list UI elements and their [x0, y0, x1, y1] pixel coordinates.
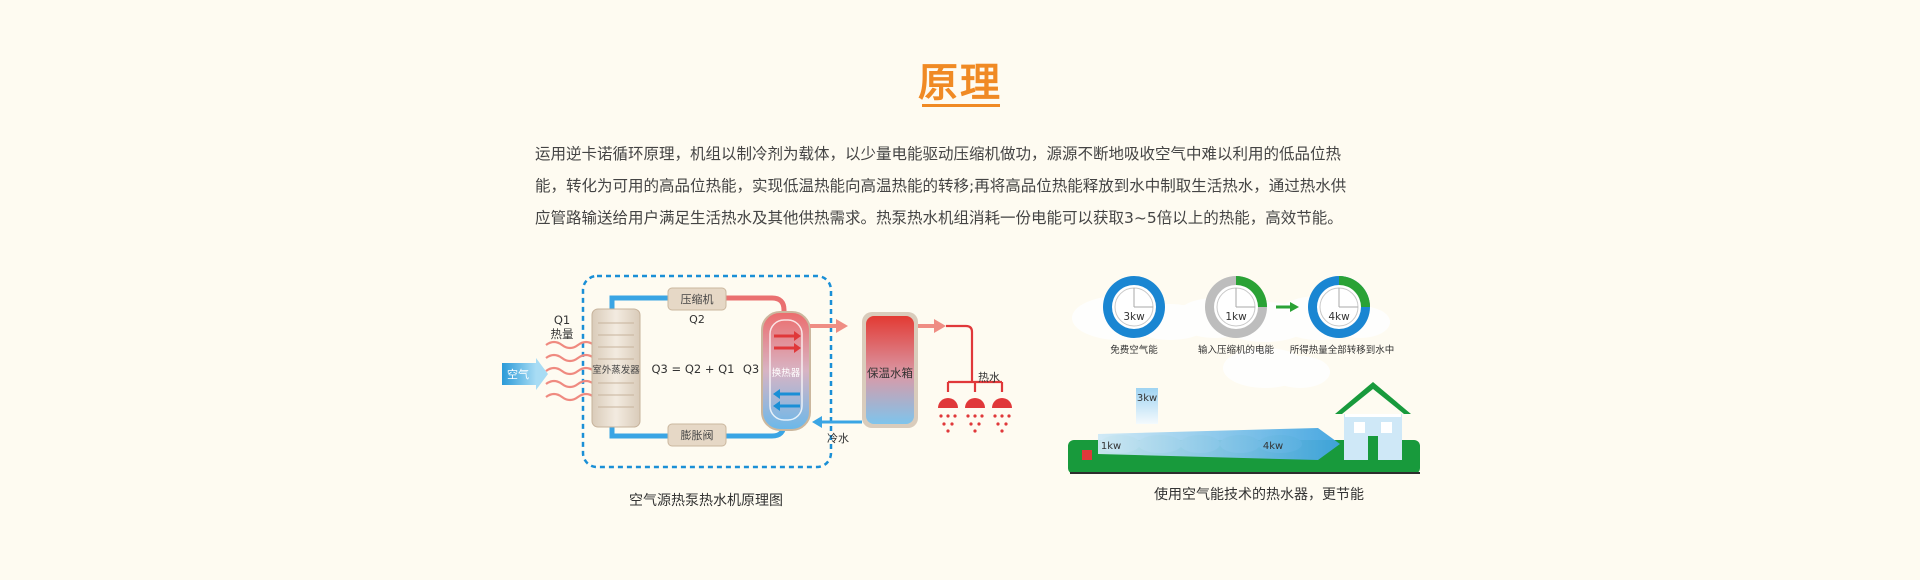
tank-label: 保温水箱	[867, 366, 913, 380]
gauge-free-air	[1103, 276, 1165, 338]
heat-exchanger-label: 换热器	[772, 367, 801, 379]
gauge-label: 所得热量全部转移到水中	[1290, 344, 1395, 356]
hot-water-label: 热水	[978, 371, 1000, 384]
tank-outlet-arrow	[934, 319, 946, 333]
page-title: 原理	[918, 60, 1002, 106]
gauge-label: 输入压缩机的电能	[1198, 344, 1275, 356]
system-boundary	[581, 274, 833, 469]
air-label: 空气	[507, 367, 529, 381]
heat-exchanger-inner	[769, 319, 803, 421]
q1-label: Q1	[554, 313, 570, 327]
intro-text: 运用逆卡诺循环原理，机组以制冷剂为载体，以少量电能驱动压缩机做功，源源不断地吸收…	[535, 138, 1375, 234]
gauge-value: 4kw	[1328, 311, 1350, 323]
outdoor-evaporator	[591, 308, 641, 428]
heat-exchanger-cold-arrows	[773, 389, 800, 411]
gauge-value: 1kw	[1225, 311, 1247, 323]
intro-line: 能，转化为可用的高品位热能，实现低温热能向高温热能的转移;再将高品位热能释放到水…	[535, 177, 1347, 195]
air-input-value: 3kw	[1137, 393, 1157, 404]
cold-water-arrow	[812, 416, 822, 428]
hot-water-distribution	[946, 324, 1004, 392]
house-icon	[1335, 382, 1411, 460]
hot-water-arrow	[836, 319, 848, 333]
gauge-value: 3kw	[1123, 311, 1145, 323]
air-input-column	[1136, 388, 1158, 424]
pipe-hot-top	[726, 295, 787, 318]
heat-label: 热量	[551, 327, 574, 341]
gauge-electric	[1205, 276, 1267, 338]
title-underline	[922, 104, 1000, 107]
plug-icon	[1082, 450, 1092, 460]
shower-heads	[938, 398, 1012, 408]
heat-waves	[545, 340, 595, 402]
pipe-cold-top	[609, 295, 668, 312]
ground-line	[1070, 472, 1420, 474]
gauge-arrow-head	[1290, 302, 1299, 312]
q2-label: Q2	[689, 313, 705, 326]
water-tank	[866, 316, 914, 424]
energy-flow-arrow	[1098, 428, 1340, 460]
heat-exchanger	[761, 311, 811, 431]
air-input-arrow	[502, 363, 536, 385]
formula-label: Q3 = Q2 + Q1	[652, 362, 735, 376]
output-value: 4kw	[1263, 441, 1283, 452]
compressor	[667, 287, 727, 311]
gauge-output	[1308, 276, 1370, 338]
compressor-label: 压缩机	[681, 292, 714, 306]
evaporator-fins	[598, 322, 634, 408]
cold-water-label: 冷水	[827, 432, 849, 445]
intro-line: 应管路输送给用户满足生活热水及其他供热需求。热泵热水机组消耗一份电能可以获取3~…	[535, 209, 1343, 227]
intro-line: 运用逆卡诺循环原理，机组以制冷剂为载体，以少量电能驱动压缩机做功，源源不断地吸收…	[535, 145, 1342, 163]
pipe-cold-bottom	[609, 424, 668, 439]
expansion-valve-label: 膨胀阀	[681, 428, 714, 442]
gauge-label: 免费空气能	[1110, 344, 1158, 356]
right-diagram-caption: 使用空气能技术的热水器，更节能	[1154, 487, 1364, 503]
evaporator-label: 室外蒸发器	[592, 364, 640, 376]
q3-label: Q3	[743, 362, 759, 376]
expansion-valve	[667, 423, 727, 447]
air-arrow-head	[536, 358, 548, 390]
heat-exchanger-hot-arrows	[774, 331, 801, 353]
shower-drops	[939, 414, 1011, 433]
left-diagram-caption: 空气源热泵热水机原理图	[629, 493, 783, 509]
electric-input-value: 1kw	[1101, 441, 1121, 452]
